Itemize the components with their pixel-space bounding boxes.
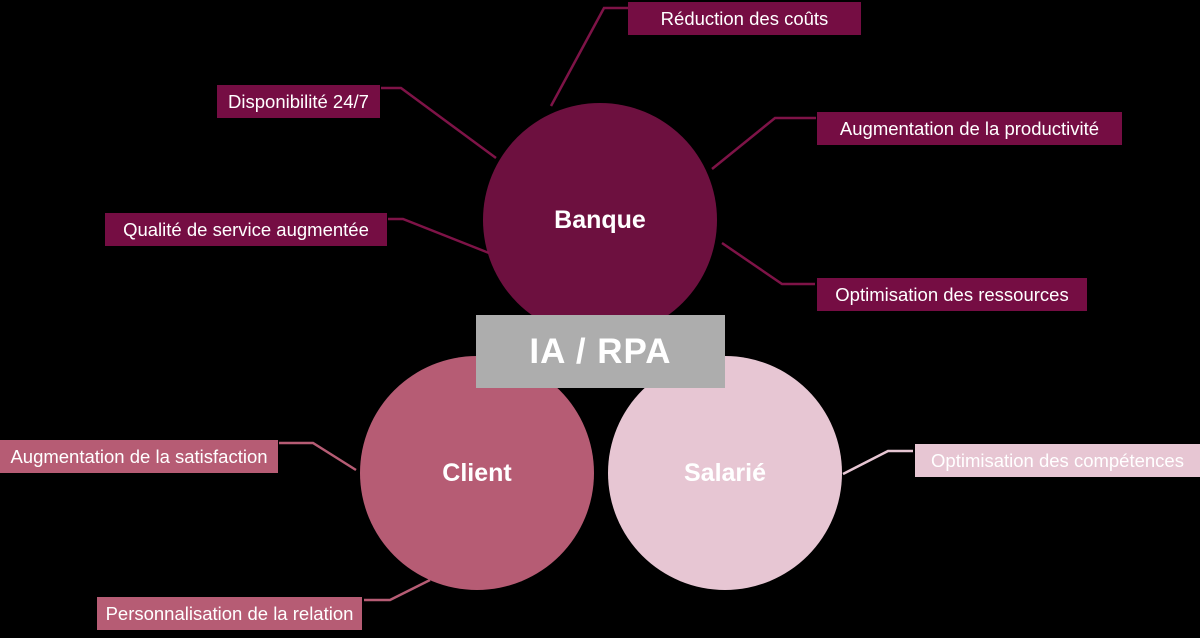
circle-client: Client <box>360 356 594 590</box>
callout-personnalisation-relation: Personnalisation de la relation <box>97 597 362 630</box>
circle-client-label: Client <box>442 458 512 487</box>
connector-satisfaction <box>279 441 357 472</box>
connector-competences <box>842 449 913 476</box>
callout-qualite-service: Qualité de service augmentée <box>105 213 387 246</box>
circle-banque-label: Banque <box>554 205 646 234</box>
callout-disponibilite-24-7: Disponibilité 24/7 <box>217 85 380 118</box>
callout-augmentation-productivite: Augmentation de la productivité <box>817 112 1122 145</box>
callout-optimisation-competences: Optimisation des compétences <box>915 444 1200 477</box>
callout-optimisation-ressources: Optimisation des ressources <box>817 278 1087 311</box>
center-box-label: IA / RPA <box>529 331 672 371</box>
circle-salarie-label: Salarié <box>683 458 766 487</box>
connector-personnalisation <box>364 578 431 602</box>
center-box-ia-rpa: IA / RPA <box>476 315 725 388</box>
circle-salarie: Salarié <box>608 356 842 590</box>
connector-ressources <box>721 241 815 286</box>
circle-banque: Banque <box>483 103 717 337</box>
callout-reduction-couts: Réduction des coûts <box>628 2 861 35</box>
callout-augmentation-satisfaction: Augmentation de la satisfaction <box>0 440 278 473</box>
connector-productivite <box>711 116 816 170</box>
connector-disponibilite <box>381 86 497 160</box>
connector-reduction-couts <box>549 6 628 107</box>
connector-qualite-service <box>388 217 490 255</box>
